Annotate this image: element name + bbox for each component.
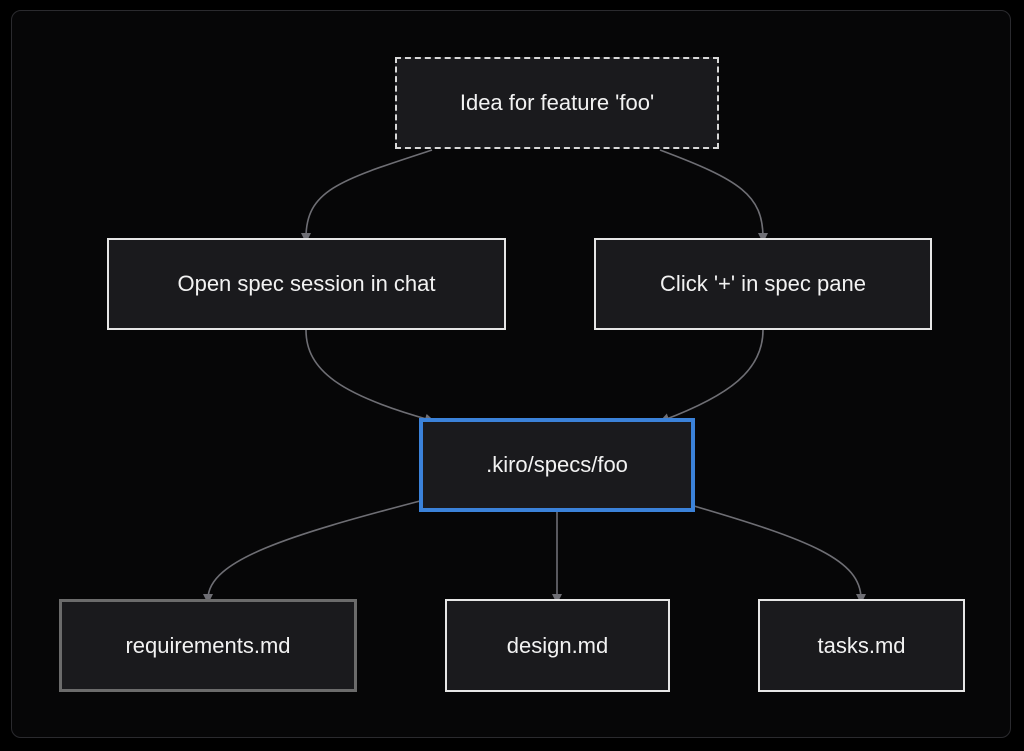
node-kiro-specs-foo: .kiro/specs/foo [419, 418, 695, 512]
node-click-plus-spec-pane: Click '+' in spec pane [594, 238, 932, 330]
node-requirements-md-label: requirements.md [125, 632, 291, 658]
node-idea: Idea for feature 'foo' [395, 57, 719, 149]
node-kiro-specs-foo-label: .kiro/specs/foo [486, 452, 628, 477]
edge-chat-to-specs [305, 329, 435, 424]
node-open-spec-chat: Open spec session in chat [107, 238, 506, 330]
node-idea-label: Idea for feature 'foo' [459, 90, 655, 115]
node-design-md: design.md [445, 599, 670, 692]
edge-specs-to-requirements [203, 500, 421, 604]
node-tasks-md-label: tasks.md [817, 632, 906, 658]
edge-idea-to-chat [301, 149, 433, 243]
node-open-spec-chat-label: Open spec session in chat [177, 271, 436, 296]
edge-specs-to-tasks [693, 505, 866, 604]
node-requirements-md: requirements.md [59, 599, 357, 692]
node-click-plus-spec-pane-label: Click '+' in spec pane [660, 271, 866, 296]
node-design-md-label: design.md [506, 632, 609, 658]
edge-pane-to-specs [659, 329, 764, 423]
node-tasks-md: tasks.md [758, 599, 965, 692]
edge-idea-to-pane [659, 149, 768, 243]
